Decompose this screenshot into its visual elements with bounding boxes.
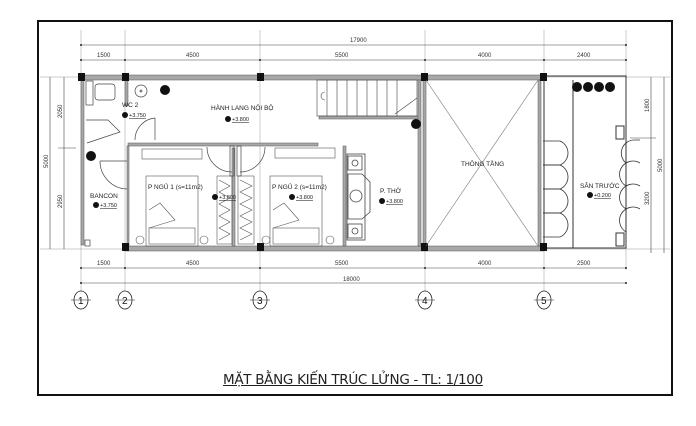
room-level-front-court: +0.200 xyxy=(594,193,611,199)
drawing-title: MẶT BẰNG KIẾN TRÚC LỬNG - TL: 1/100 xyxy=(223,372,483,388)
dim-top-2: 4500 xyxy=(186,53,200,59)
front-court-walls xyxy=(543,75,627,249)
room-label-void: THÔNG TẦNG xyxy=(461,158,504,168)
room-level-altar: +3.800 xyxy=(386,199,403,205)
dim-right-total: 5000 xyxy=(658,158,664,172)
room-label-bedroom2: P NGỦ 2 (s=11m2) xyxy=(272,182,327,191)
axis-label-4: 4 xyxy=(422,296,428,307)
dim-right-2: 3200 xyxy=(645,191,651,205)
altar xyxy=(346,153,371,241)
plants xyxy=(86,82,615,161)
dim-bottom-2: 4500 xyxy=(186,261,200,267)
dim-top-3: 5500 xyxy=(335,53,349,59)
folding-doors xyxy=(543,139,641,238)
bancon-doors xyxy=(84,160,128,247)
dim-bottom-5: 2500 xyxy=(577,261,591,267)
right-dimension-lines xyxy=(630,77,665,253)
dim-bottom-total: 18000 xyxy=(343,277,360,283)
axis-bubbles xyxy=(73,290,552,310)
axis-label-5: 5 xyxy=(541,296,547,307)
room-level-bedroom1: +3.800 xyxy=(219,195,236,201)
axis-label-2: 2 xyxy=(122,296,128,307)
left-dimension-lines xyxy=(49,77,76,249)
room-label-wc2: WC 2 xyxy=(122,102,139,109)
room-level-bancon: +3.750 xyxy=(100,203,117,209)
dim-bottom-4: 4000 xyxy=(478,261,492,267)
room-level-bedroom2: +3.800 xyxy=(296,195,313,201)
dimension-ticks xyxy=(80,44,627,284)
wardrobes xyxy=(216,175,255,245)
room-label-altar: P. THỜ xyxy=(380,186,402,195)
dim-top-5: 2400 xyxy=(577,53,591,59)
room-label-bedroom1: P NGỦ 1 (s=11m2) xyxy=(148,182,203,191)
wc-fixtures xyxy=(85,80,156,144)
dim-left-2: 2950 xyxy=(58,194,64,208)
axis-label-1: 1 xyxy=(78,296,84,307)
dim-bottom-1: 1500 xyxy=(97,261,111,267)
dim-top-4: 4000 xyxy=(478,53,492,59)
room-label-corridor: HÀNH LANG NỘI BỘ xyxy=(211,103,273,112)
columns xyxy=(78,73,547,251)
dim-top-total: 17900 xyxy=(350,38,367,44)
bedroom-doors xyxy=(206,145,266,177)
level-markers xyxy=(93,112,593,208)
drawing-frame xyxy=(37,20,673,396)
top-dimension-lines xyxy=(81,44,626,284)
dim-left-total: 5000 xyxy=(44,154,50,168)
room-label-front-court: SÂN TRƯỚC xyxy=(580,181,620,190)
room-level-corridor: +3.800 xyxy=(232,117,249,123)
dim-bottom-3: 5500 xyxy=(335,261,349,267)
beds xyxy=(135,147,336,247)
axis-label-3: 3 xyxy=(257,296,263,307)
dim-left-1: 2050 xyxy=(58,104,64,118)
void-cross xyxy=(425,79,539,247)
room-label-bancon: BANCON xyxy=(90,193,118,200)
room-level-wc2: +3.750 xyxy=(129,113,146,119)
dim-right-1: 1800 xyxy=(645,98,651,112)
dim-top-1: 1500 xyxy=(97,53,111,59)
stairs xyxy=(316,79,418,117)
